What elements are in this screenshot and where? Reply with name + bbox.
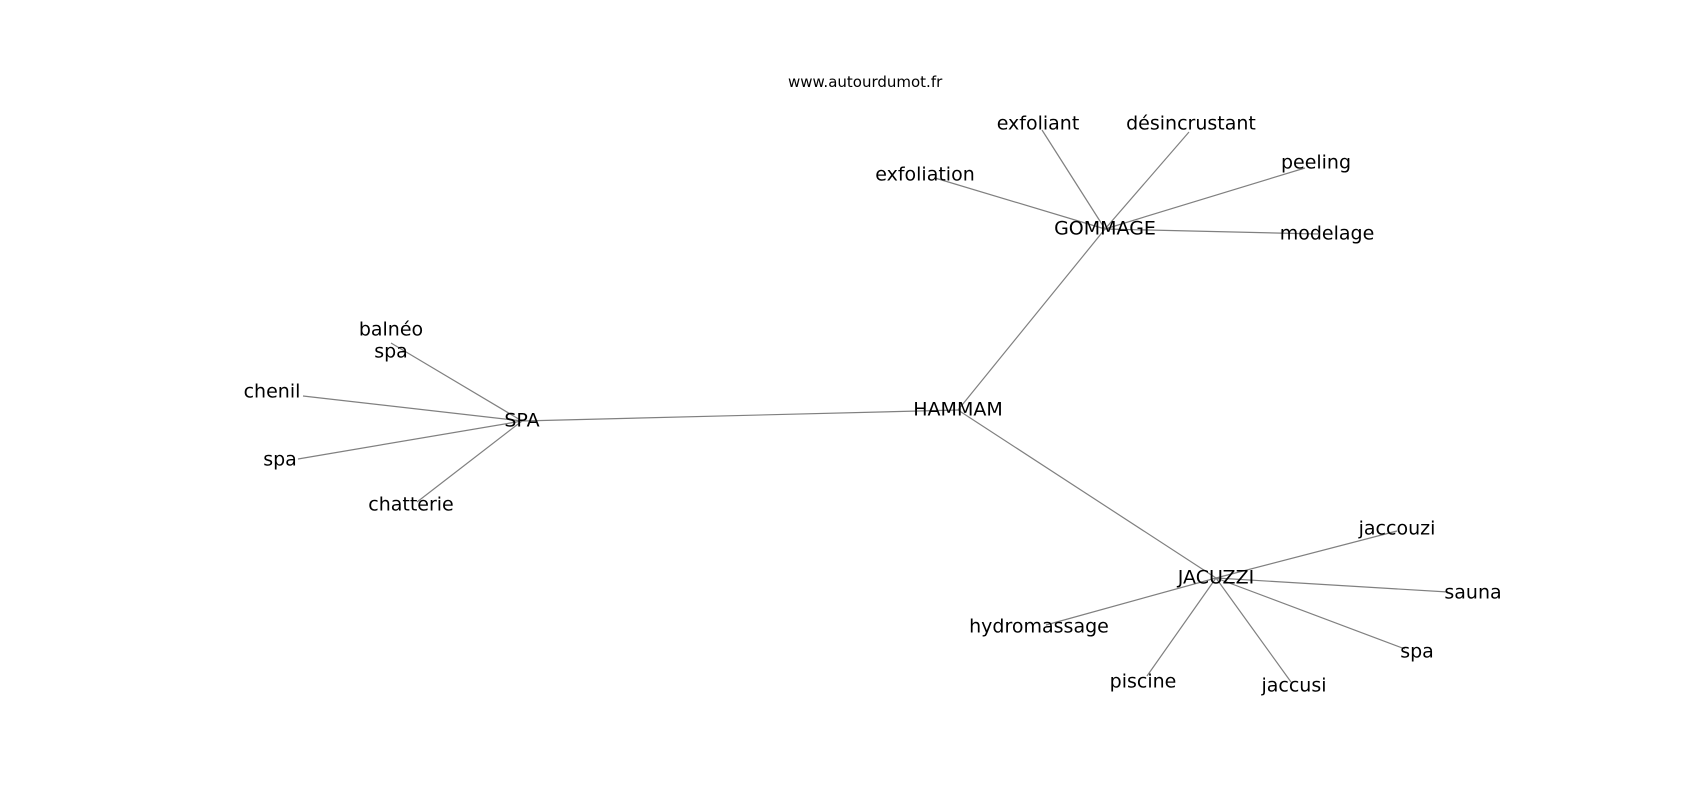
nodes-layer: HAMMAM GOMMAGE SPA JACUZZI exfoliant désincru… [244, 113, 1502, 697]
node-spa-right: spa [1400, 641, 1434, 663]
edge-hammam-gommage [957, 228, 1106, 411]
node-chenil: chenil [244, 381, 301, 403]
node-gommage: GOMMAGE [1054, 218, 1156, 240]
node-jaccusi: jaccusi [1260, 675, 1326, 697]
node-spa-hub: SPA [504, 410, 539, 432]
node-modelage: modelage [1280, 223, 1375, 245]
edge-spa_hub-chatterie [416, 420, 523, 503]
node-peeling: peeling [1281, 152, 1351, 174]
watermark-text: www.autourdumot.fr [788, 73, 943, 91]
edge-spa_hub-spa_left [297, 420, 523, 460]
edge-hammam-spa_hub [521, 409, 959, 422]
edge-jacuzzi-spa_right [1215, 577, 1406, 650]
node-exfoliant: exfoliant [997, 113, 1080, 135]
edge-gommage-peeling [1104, 167, 1306, 230]
node-desincrustant: désincrustant [1126, 113, 1256, 135]
node-spa-left: spa [263, 449, 297, 471]
node-jaccouzi: jaccouzi [1358, 518, 1436, 540]
node-jacuzzi: JACUZZI [1177, 567, 1254, 589]
edge-jacuzzi-sauna [1215, 577, 1449, 593]
edge-gommage-exfoliant [1041, 129, 1106, 230]
edge-spa_hub-balneo_spa [390, 342, 523, 422]
edge-gommage-exfoliation [934, 177, 1106, 230]
node-hammam: HAMMAM [913, 399, 1002, 421]
node-hydromassage: hydromassage [969, 616, 1109, 638]
node-chatterie: chatterie [368, 494, 454, 516]
node-piscine: piscine [1110, 671, 1177, 693]
edge-jacuzzi-jaccusi [1215, 577, 1292, 683]
node-exfoliation: exfoliation [875, 164, 975, 186]
node-sauna: sauna [1444, 582, 1501, 604]
edge-hammam-jacuzzi [957, 409, 1217, 579]
edge-spa_hub-chenil [302, 395, 523, 422]
edges-layer [297, 129, 1449, 683]
edge-gommage-modelage [1104, 228, 1319, 235]
edge-jacuzzi-jaccouzi [1215, 530, 1398, 579]
edge-gommage-desincrustant [1104, 131, 1190, 230]
edge-jacuzzi-hydromassage [1045, 577, 1217, 626]
edge-jacuzzi-piscine [1146, 577, 1217, 677]
